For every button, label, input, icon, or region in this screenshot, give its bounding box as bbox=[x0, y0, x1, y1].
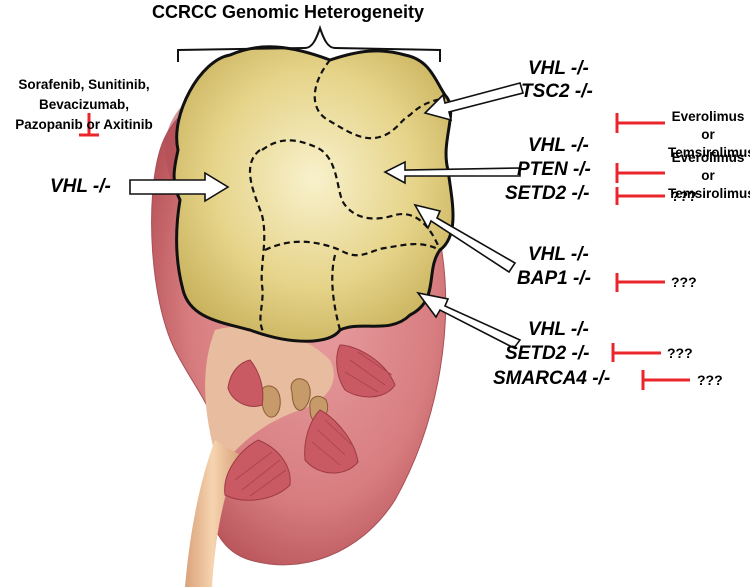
drug-line: Sorafenib, Sunitinib, bbox=[18, 77, 150, 92]
inhibitor-smarca4 bbox=[641, 370, 690, 390]
clone4-unknown-treatment: ??? bbox=[697, 372, 723, 388]
diagram-title: CCRCC Genomic Heterogeneity bbox=[152, 2, 425, 22]
arrow-pten bbox=[383, 160, 521, 185]
clone4-gene: VHL -/- bbox=[528, 319, 589, 340]
pointer-arrows bbox=[129, 82, 525, 350]
clone4-gene: SMARCA4 -/- bbox=[493, 368, 611, 389]
clone2-gene: VHL -/- bbox=[528, 135, 589, 156]
clone2-gene: SETD2 -/- bbox=[505, 183, 590, 204]
inhibitor-bap1 bbox=[615, 273, 665, 292]
clone4-unknown-treatment: ??? bbox=[667, 345, 693, 361]
clone1-gene: TSC2 -/- bbox=[521, 81, 593, 102]
clone1-treatment: Everolimus or Temsirolimus bbox=[668, 109, 750, 160]
inhibitor-setd2-1 bbox=[615, 187, 665, 205]
inhibitor-pten bbox=[615, 163, 665, 183]
drug-line: Pazopanib or Axitinib bbox=[15, 117, 153, 132]
left-drug-list: Sorafenib, Sunitinib, Bevacizumab, Pazop… bbox=[0, 75, 168, 135]
title-bracket bbox=[177, 24, 441, 62]
clone3-gene: BAP1 -/- bbox=[517, 268, 591, 289]
renal-pyramids bbox=[224, 344, 396, 501]
arrow-bap1 bbox=[413, 203, 517, 274]
drug-line: Bevacizumab, bbox=[38, 97, 130, 112]
clone4-gene: SETD2 -/- bbox=[505, 343, 590, 364]
clone-boundaries bbox=[248, 59, 446, 336]
inhibitor-tsc2 bbox=[615, 113, 665, 133]
clone3-gene: VHL -/- bbox=[528, 244, 589, 265]
inhibitor-setd2-2 bbox=[611, 343, 661, 362]
clone3-unknown-treatment: ??? bbox=[671, 274, 697, 290]
left-gene-label: VHL -/- bbox=[50, 176, 111, 197]
clone2-gene: PTEN -/- bbox=[517, 159, 591, 180]
arrow-vhl-left bbox=[129, 171, 230, 203]
clone1-gene: VHL -/- bbox=[528, 58, 589, 79]
inhibitor-left bbox=[79, 113, 99, 137]
arrow-setd2-smarca4 bbox=[416, 291, 522, 350]
arrow-tsc2 bbox=[423, 82, 525, 122]
pyramid-striations bbox=[234, 351, 393, 497]
inhibition-symbols bbox=[79, 113, 690, 390]
clone2-unknown-treatment: ??? bbox=[671, 188, 697, 204]
clone2-treatment: Everolimus or Temsirolimus bbox=[668, 150, 750, 201]
